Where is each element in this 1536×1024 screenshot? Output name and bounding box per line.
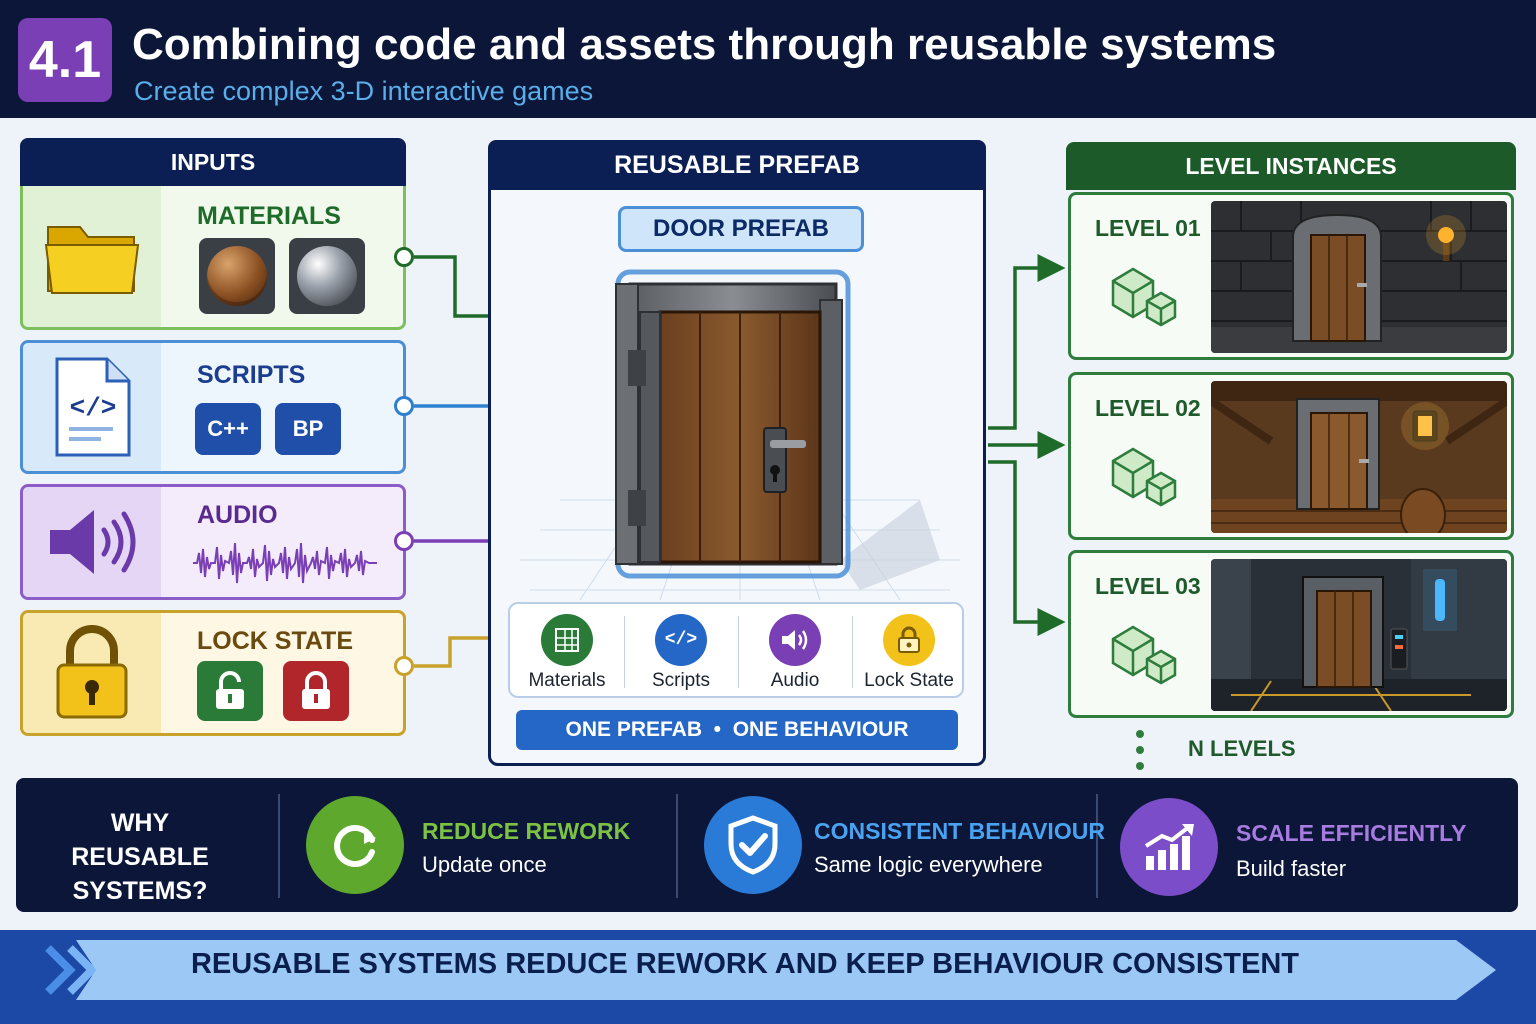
wood-material-sphere-icon — [199, 238, 275, 314]
audio-waveform-icon — [193, 542, 377, 584]
section-badge: 4.1 — [18, 18, 112, 102]
prefab-components-strip: Materials </> Scripts Audio Lock State — [508, 602, 964, 698]
levels-panel-header: LEVEL INSTANCES — [1066, 142, 1516, 190]
materials-connector — [414, 255, 488, 318]
level-instance-02[interactable]: LEVEL 02 — [1068, 372, 1514, 540]
unlocked-state-icon[interactable] — [197, 661, 263, 721]
consistent-behaviour-heading: CONSISTENT BEHAVIOUR — [814, 818, 1105, 844]
level03-arrow — [988, 460, 1066, 636]
level01-arrow — [988, 254, 1066, 430]
speaker-icon — [769, 614, 821, 666]
footer-banner — [76, 940, 1496, 1000]
level-instance-01[interactable]: LEVEL 01 — [1068, 192, 1514, 360]
n-levels-label: N LEVELS — [1188, 736, 1296, 761]
metal-material-sphere-icon — [289, 238, 365, 314]
level-instance-03[interactable]: LEVEL 03 — [1068, 550, 1514, 718]
door-prefab-label[interactable]: DOOR PREFAB — [618, 206, 864, 252]
reduce-rework-text: Update once — [422, 852, 547, 877]
consistent-behaviour-text: Same logic everywhere — [814, 852, 1043, 877]
materials-connector-dot — [394, 247, 414, 267]
audio-connector-dot — [394, 531, 414, 551]
prefab-panel-header: REUSABLE PREFAB — [488, 140, 986, 190]
folder-icon — [23, 186, 161, 327]
cubes-icon — [1111, 625, 1177, 685]
cubes-icon — [1111, 447, 1177, 507]
cpp-chip[interactable]: C++ — [195, 403, 261, 455]
page-title: Combining code and assets through reusab… — [132, 20, 1277, 69]
refresh-icon — [306, 796, 404, 894]
level-02-preview-image — [1211, 381, 1507, 533]
locked-state-icon[interactable] — [283, 661, 349, 721]
chevron-right-icon — [45, 945, 98, 995]
input-label-materials: MATERIALS — [197, 202, 341, 230]
door-prefab-illustration[interactable] — [520, 260, 960, 600]
code-icon: </> — [655, 614, 707, 666]
why-title: WHY REUSABLE SYSTEMS? — [71, 809, 209, 905]
input-label-lock-state: LOCK STATE — [197, 627, 354, 655]
speaker-icon — [23, 487, 161, 597]
component-audio[interactable]: Audio — [738, 604, 852, 700]
component-materials[interactable]: Materials — [510, 604, 624, 700]
why-divider — [1096, 794, 1098, 898]
padlock-icon — [23, 613, 161, 733]
level-03-preview-image — [1211, 559, 1507, 711]
scale-efficiently-text: Build faster — [1236, 856, 1347, 881]
inputs-panel-header: INPUTS — [20, 138, 406, 186]
component-lock-state[interactable]: Lock State — [852, 604, 966, 700]
header-bar — [0, 0, 1536, 118]
input-label-audio: AUDIO — [197, 501, 278, 529]
svg-text:</>: </> — [70, 393, 117, 423]
input-row-scripts[interactable]: </> SCRIPTS C++ BP — [20, 340, 406, 474]
growth-chart-icon — [1120, 798, 1218, 896]
scale-efficiently-heading: SCALE EFFICIENTLY — [1236, 820, 1467, 846]
cubes-icon — [1111, 267, 1177, 327]
input-row-lock-state[interactable]: LOCK STATE — [20, 610, 406, 736]
more-levels-dots-icon — [1136, 730, 1144, 770]
scripts-connector-dot — [394, 396, 414, 416]
materials-grid-icon — [541, 614, 593, 666]
component-scripts[interactable]: </> Scripts — [624, 604, 738, 700]
reduce-rework-heading: REDUCE REWORK — [422, 818, 631, 844]
shield-check-icon — [704, 796, 802, 894]
lock-connector-dot — [394, 656, 414, 676]
why-divider — [676, 794, 678, 898]
input-label-scripts: SCRIPTS — [197, 361, 306, 389]
level-01-preview-image — [1211, 201, 1507, 353]
prefab-tagline: ONE PREFAB • ONE BEHAVIOUR — [516, 710, 958, 750]
footer-message: REUSABLE SYSTEMS REDUCE REWORK AND KEEP … — [190, 948, 1300, 980]
blueprint-chip[interactable]: BP — [275, 403, 341, 455]
padlock-icon — [883, 614, 935, 666]
page-subtitle: Create complex 3-D interactive games — [134, 76, 594, 106]
code-file-icon: </> — [23, 343, 161, 471]
lock-connector — [414, 636, 488, 668]
why-divider — [278, 794, 280, 898]
input-row-materials[interactable]: MATERIALS — [20, 186, 406, 330]
input-row-audio[interactable]: AUDIO — [20, 484, 406, 600]
